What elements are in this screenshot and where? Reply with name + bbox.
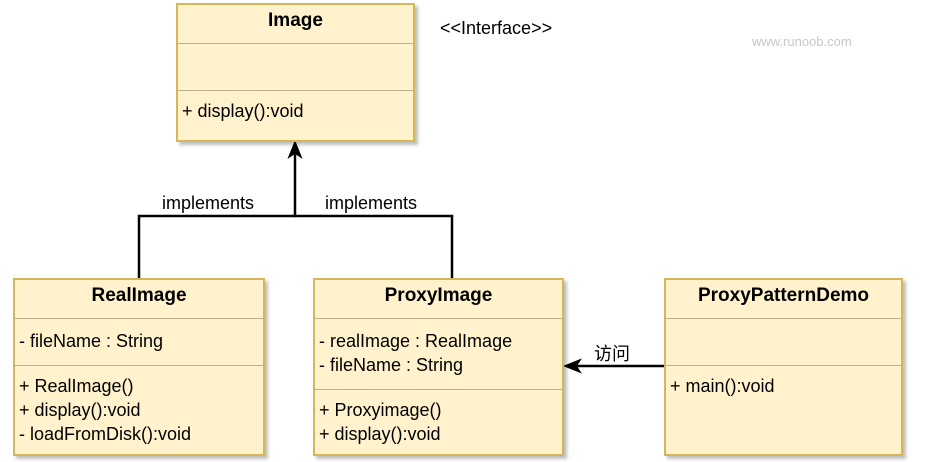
implements-arrowhead [287, 139, 303, 159]
class-image-attributes [178, 44, 413, 91]
class-proxy-pattern-demo-methods: + main():void [666, 366, 901, 398]
class-image-name: Image [178, 5, 413, 44]
watermark-text: www.runoob.com [752, 34, 852, 49]
class-proxy-image[interactable]: ProxyImage - realImage : RealImage - file… [313, 278, 564, 456]
class-real-image-methods: + RealImage() + display():void - loadFromD… [15, 366, 263, 446]
proxy-image-implements-label: implements [325, 193, 418, 213]
class-member: - loadFromDisk():void [19, 424, 192, 444]
demo-access-label: 访问 [594, 344, 630, 364]
proxy-image-implements-line [295, 214, 454, 278]
class-member: + Proxyimage() [319, 400, 442, 420]
class-member: + display():void [19, 400, 141, 420]
class-proxy-image-attributes: - realImage : RealImage - fileName : Stri… [315, 319, 562, 390]
class-image[interactable]: Image + display():void [176, 3, 415, 142]
class-proxy-image-name: ProxyImage [315, 280, 562, 319]
class-member: - realImage : RealImage [319, 331, 513, 351]
class-real-image-attributes: - fileName : String [15, 319, 263, 366]
class-member: + RealImage() [19, 376, 134, 396]
class-member: + display():void [182, 101, 304, 121]
class-image-methods: + display():void [178, 91, 413, 123]
class-member: + display():void [319, 424, 441, 444]
access-arrowhead [562, 358, 582, 374]
class-member: - fileName : String [319, 355, 464, 375]
class-real-image-name: RealImage [15, 280, 263, 319]
class-proxy-pattern-demo-name: ProxyPatternDemo [666, 280, 901, 319]
class-member: + main():void [670, 376, 775, 396]
class-proxy-image-methods: + Proxyimage() + display():void [315, 390, 562, 446]
class-real-image[interactable]: RealImage - fileName : String + RealImag… [13, 278, 265, 456]
interface-stereotype: <<Interface>> [440, 18, 553, 38]
real-image-implements-label: implements [162, 193, 255, 213]
class-proxy-pattern-demo-attributes [666, 319, 901, 366]
real-image-implements-line [137, 148, 297, 278]
class-member: - fileName : String [19, 331, 164, 351]
class-proxy-pattern-demo[interactable]: ProxyPatternDemo + main():void [664, 278, 903, 456]
